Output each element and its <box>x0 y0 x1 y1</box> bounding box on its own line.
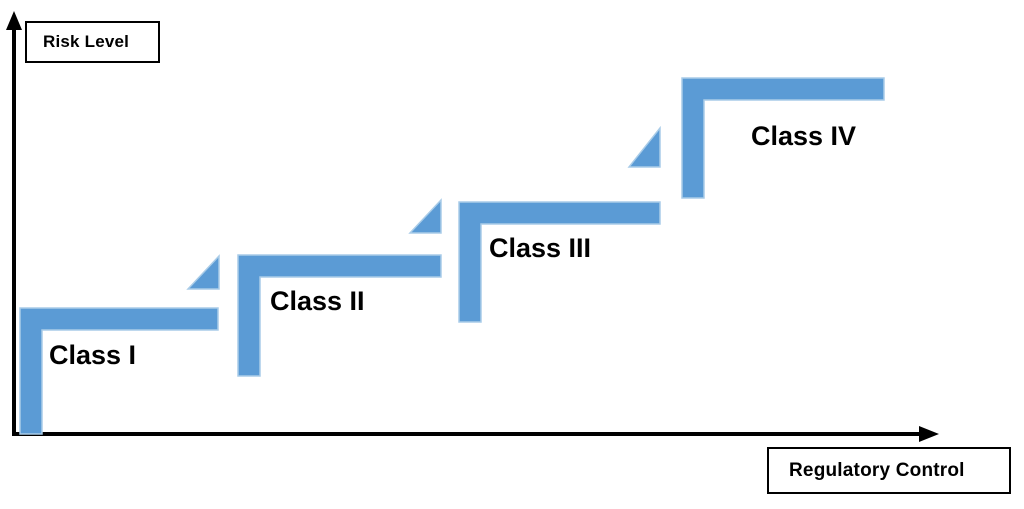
step-group-class-iv <box>627 77 885 199</box>
step-group-class-iii <box>408 198 661 323</box>
step-arrowhead-class-iv-icon <box>627 125 661 168</box>
y-axis-label-text: Risk Level <box>43 32 130 51</box>
step-label-class-ii: Class II <box>270 286 365 316</box>
step-bar-class-ii <box>237 254 442 377</box>
step-bar-class-iii <box>458 201 661 323</box>
x-axis-label-text: Regulatory Control <box>789 459 965 481</box>
x-axis <box>13 426 939 442</box>
step-arrowhead-class-iii-icon <box>408 198 442 234</box>
step-label-class-i: Class I <box>49 340 137 370</box>
y-axis-arrow-icon <box>6 11 22 30</box>
y-axis <box>6 11 22 436</box>
step-bar-class-iv <box>681 77 885 199</box>
step-group-class-i <box>19 307 219 435</box>
step-label-class-iii: Class III <box>489 233 592 263</box>
step-arrowhead-class-ii-icon <box>186 254 220 290</box>
step-label-class-iv: Class IV <box>751 121 857 151</box>
x-axis-label-box: Regulatory Control <box>767 447 1011 494</box>
step-bar-class-i <box>19 307 219 435</box>
step-group-class-ii <box>186 254 442 377</box>
y-axis-label-box: Risk Level <box>25 21 160 63</box>
x-axis-arrow-icon <box>919 426 939 442</box>
